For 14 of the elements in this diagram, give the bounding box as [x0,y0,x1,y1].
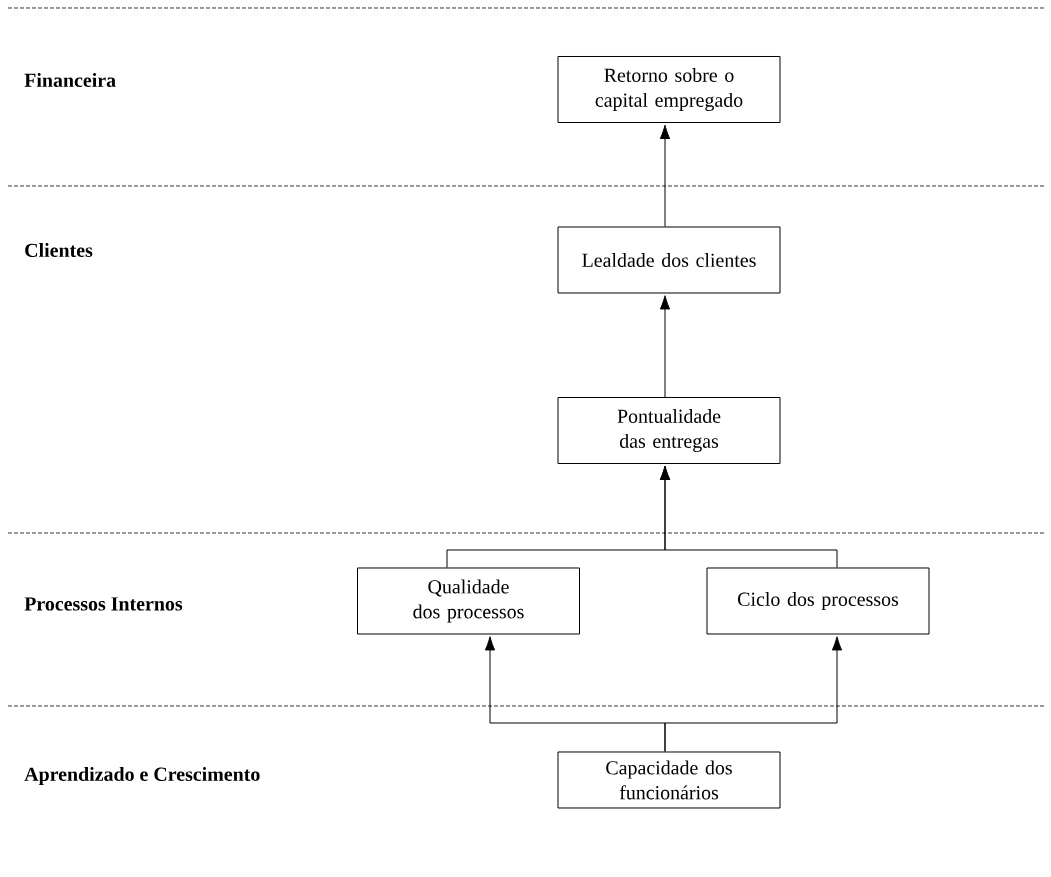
arrow [659,465,838,568]
perspective-label: Processos Internos [24,597,183,611]
process-box: Qualidade dos processos [357,567,580,635]
perspective-label: Financeira [24,73,116,87]
arrow [659,295,671,398]
perspective-label: Aprendizado e Crescimento [24,766,260,785]
perspective-label: Clientes [25,243,93,257]
process-box: Lealdade dos clientes [557,226,781,294]
process-box: Retorno sobre o capital empregado [557,56,781,123]
process-box: Ciclo dos processos [706,567,930,635]
process-box: Pontualidade das entregas [557,397,781,464]
process-box: Capacidade dos funcionários [557,751,781,809]
arrow [664,636,843,752]
arrow [659,124,671,227]
